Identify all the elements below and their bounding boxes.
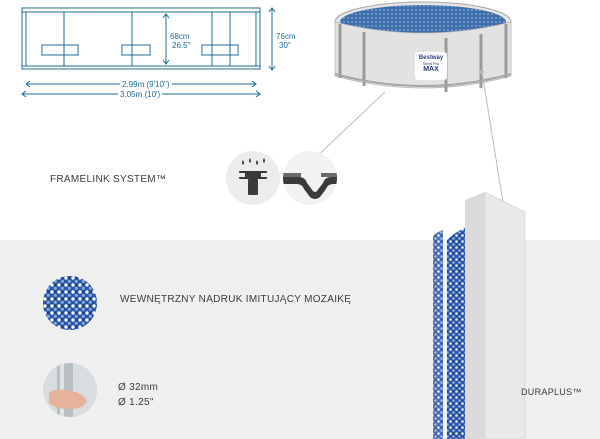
water-drops-icon	[242, 160, 244, 165]
pipe-circle	[43, 363, 97, 417]
frame-joint-circle	[283, 151, 337, 205]
pool-photo	[334, 1, 512, 92]
brand-model: MAX	[423, 66, 439, 73]
pool-dimension-drawing	[21, 7, 276, 98]
inner-height-in: 26.5"	[172, 41, 191, 50]
brand-line: Steel Pro	[422, 61, 440, 66]
brand-name: Bestway	[418, 55, 444, 61]
duraplus-liner-sample	[433, 192, 526, 439]
frame-joint-icon	[283, 173, 337, 199]
framelink-icon-circle	[226, 151, 280, 205]
inner-width-label: 2.99m (9'10")	[120, 80, 172, 89]
duraplus-label: DURAPLUS™	[521, 387, 582, 397]
mosaic-swatch-icon	[43, 276, 97, 330]
t-connector-icon	[239, 158, 267, 195]
framelink-label: FRAMELINK SYSTEM™	[50, 174, 167, 185]
pool-brand-label: Bestway Steel Pro MAX	[415, 52, 447, 80]
mosaic-circle	[43, 276, 97, 330]
outer-height-cm: 76cm	[276, 32, 296, 41]
mosaic-label: WEWNĘTRZNY NADRUK IMITUJĄCY MOZAIKĘ	[120, 294, 352, 305]
inner-height-cm: 68cm	[170, 32, 190, 41]
outer-height-in: 30"	[279, 41, 291, 50]
pipe-diameter-mm: Ø 32mm	[118, 382, 159, 393]
pipe-hand-icon	[49, 363, 87, 417]
outer-width-label: 3.05m (10')	[118, 90, 163, 99]
pipe-diameter-in: Ø 1.25"	[118, 397, 154, 408]
